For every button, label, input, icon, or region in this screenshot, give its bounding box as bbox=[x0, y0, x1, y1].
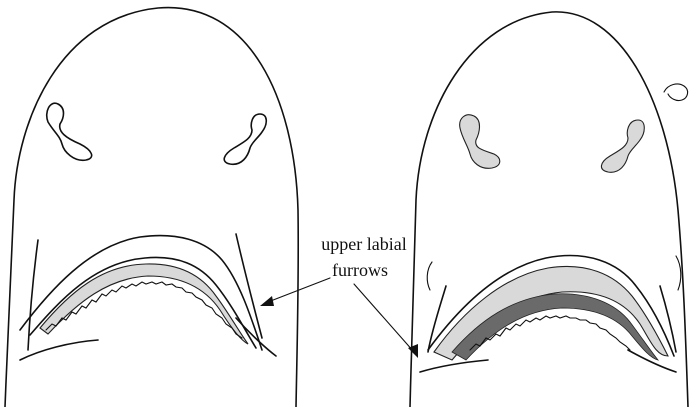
left-head-left-nostril bbox=[47, 103, 92, 160]
arrow-left-shaft bbox=[268, 278, 330, 302]
margin-mark bbox=[664, 84, 688, 101]
arrow-left-head bbox=[260, 296, 274, 306]
right-head-right-gill-mark bbox=[676, 256, 681, 290]
left-head bbox=[5, 8, 298, 407]
right-head-left-jaw bbox=[420, 360, 488, 372]
right-head bbox=[410, 12, 688, 407]
right-head-right-nostril bbox=[601, 120, 644, 172]
left-head-teeth-band bbox=[40, 264, 248, 344]
left-head-mouth-outer bbox=[20, 236, 262, 350]
annotation-line-2: furrows bbox=[332, 260, 388, 280]
left-head-teeth-edge bbox=[46, 282, 242, 338]
left-head-outline bbox=[5, 8, 298, 407]
left-head-left-jaw bbox=[20, 340, 98, 360]
annotation-group: upper labial furrows bbox=[260, 234, 418, 358]
right-head-left-nostril bbox=[460, 115, 500, 169]
left-head-right-nostril bbox=[224, 114, 266, 164]
annotation-line-1: upper labial bbox=[321, 234, 406, 254]
arrow-right-shaft bbox=[354, 284, 414, 352]
right-head-left-gill-mark bbox=[427, 262, 432, 290]
left-head-left-furrow bbox=[28, 240, 38, 350]
